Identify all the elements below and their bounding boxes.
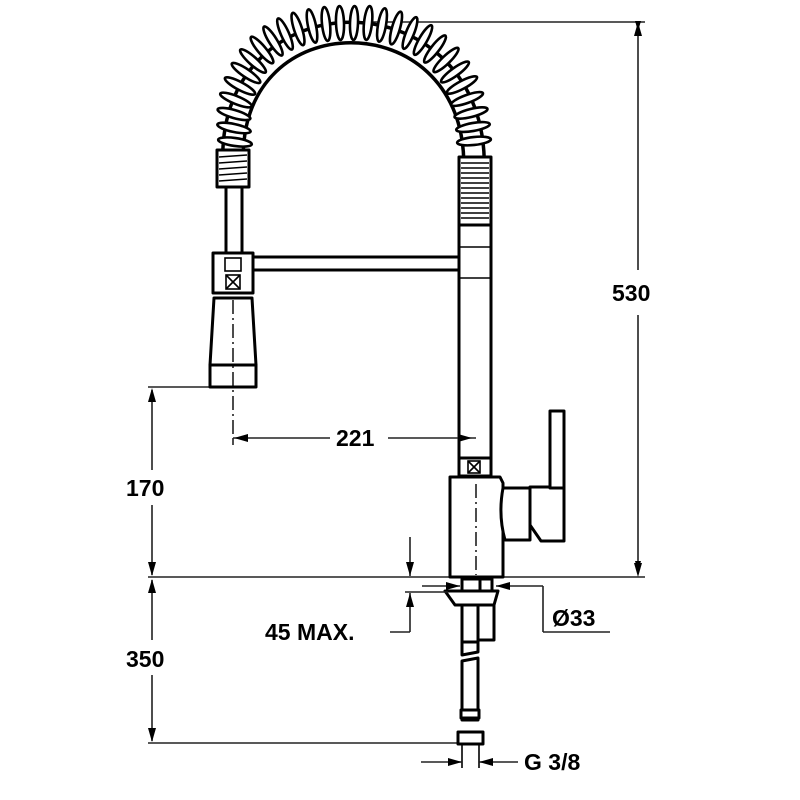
label-hole-diameter: Ø33: [552, 605, 596, 631]
main-column: [457, 155, 493, 478]
dimension-thread: [421, 758, 518, 766]
spout-holder-arm: [251, 255, 465, 272]
spray-head-collar: [215, 148, 251, 257]
dimension-deck-thickness: [390, 537, 448, 633]
dimension-spout-reach: [232, 434, 476, 445]
label-total-height: 530: [612, 280, 651, 306]
label-spout-reach: 221: [336, 425, 375, 451]
mounting-assembly: [443, 577, 500, 768]
spray-head: [208, 251, 258, 440]
dimension-hole-diameter: [422, 582, 610, 633]
label-spout-clearance: 170: [126, 475, 165, 501]
label-thread: G 3/8: [524, 749, 581, 775]
faucet-body: [448, 409, 566, 579]
dimension-total-height: [634, 21, 642, 577]
spring-coil: [216, 4, 493, 161]
dimension-spout-clearance: [148, 388, 156, 576]
label-hose-length: 350: [126, 646, 165, 672]
dimension-hose-length: [148, 579, 156, 742]
reference-lines: [148, 21, 645, 744]
label-deck-thickness: 45 MAX.: [265, 619, 355, 645]
